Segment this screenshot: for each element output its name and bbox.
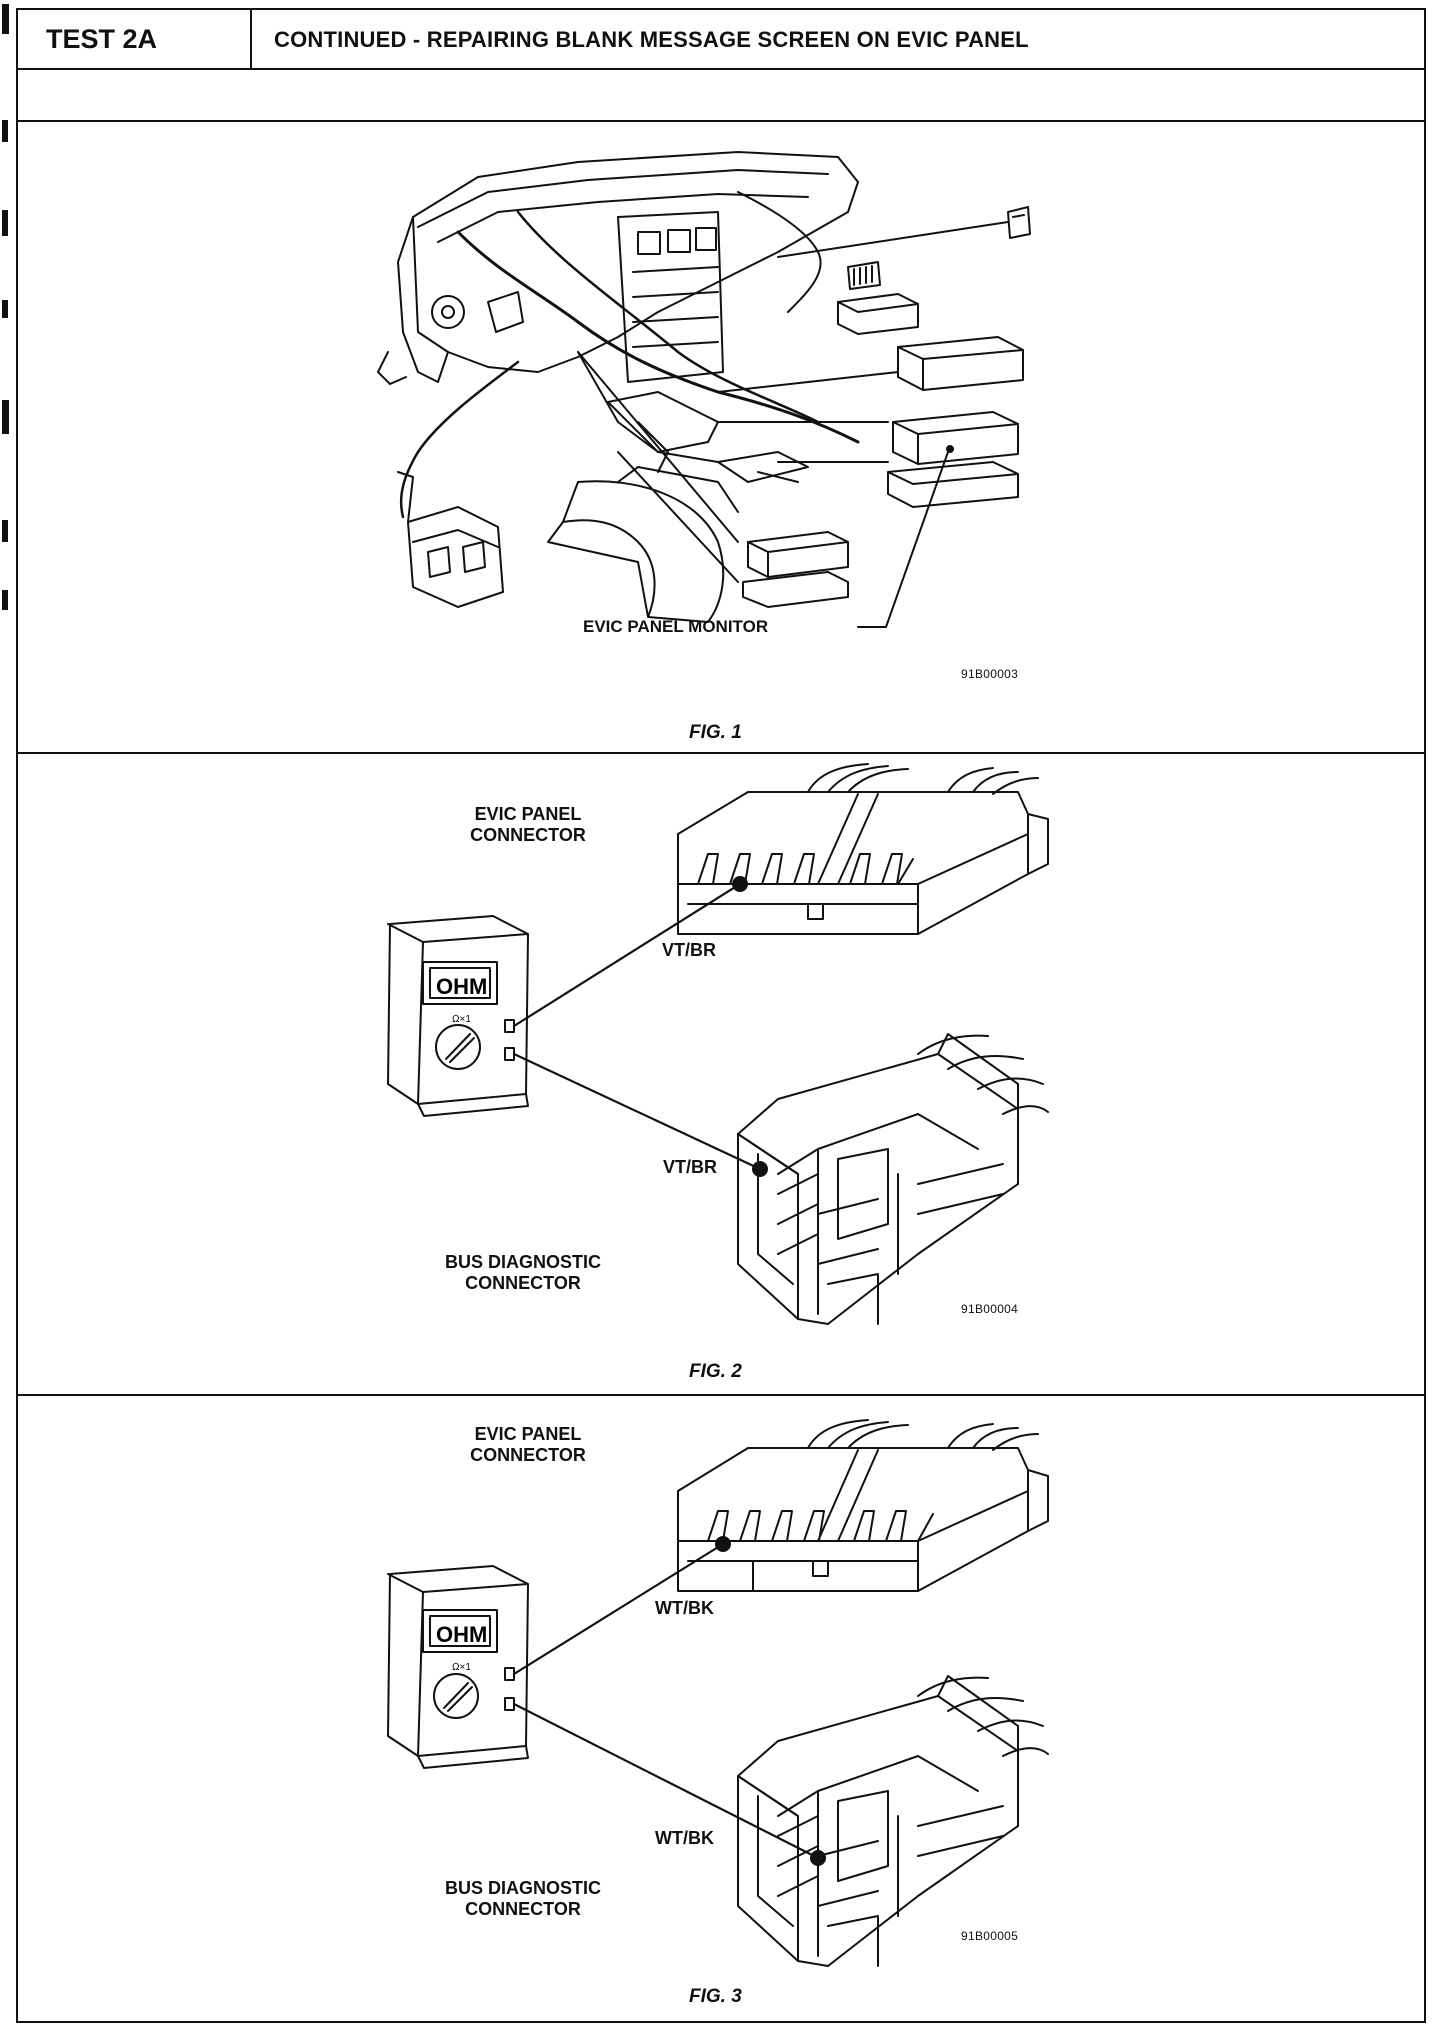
wire-color-top: WT/BK — [655, 1598, 714, 1618]
figure-2-caption: FIG. 2 — [689, 1361, 742, 1382]
meter-display-text: OHM — [436, 974, 487, 999]
scan-edge-marks — [2, 4, 9, 610]
figure-3-code: 91B00005 — [961, 1929, 1019, 1943]
figure-2-code: 91B00004 — [961, 1302, 1019, 1316]
test-title: CONTINUED - REPAIRING BLANK MESSAGE SCRE… — [274, 27, 1029, 52]
ohmmeter-connector-test-illustration: OHM Ω×1 — [387, 1419, 1049, 1967]
figure-1-caption: FIG. 1 — [689, 722, 742, 743]
label-line: CONNECTOR — [470, 1445, 586, 1465]
label-line: BUS DIAGNOSTIC — [444, 1252, 601, 1272]
bus-diagnostic-connector-label: BUS DIAGNOSTIC CONNECTOR — [418, 1252, 628, 1294]
meter-range-text: Ω×1 — [452, 1014, 471, 1025]
evic-panel-monitor-callout: EVIC PANEL MONITOR — [583, 617, 769, 636]
figure-2-panel: OHM Ω×1 EVIC PANEL CONNECTOR VT/BR VT/BR… — [18, 754, 1424, 1396]
bus-diagnostic-connector-label: BUS DIAGNOSTIC CONNECTOR — [418, 1878, 628, 1920]
evic-panel-connector-label: EVIC PANEL CONNECTOR — [448, 1424, 608, 1466]
evic-panel-connector-label: EVIC PANEL CONNECTOR — [448, 804, 608, 846]
label-line: BUS DIAGNOSTIC — [444, 1878, 601, 1898]
label-line: EVIC PANEL — [474, 804, 582, 824]
wire-color-bottom: WT/BK — [655, 1828, 714, 1848]
dashboard-exploded-illustration — [377, 151, 1031, 628]
figure-1-panel: EVIC PANEL MONITOR 91B00003 FIG. 1 — [18, 122, 1424, 754]
page-frame: TEST 2A CONTINUED - REPAIRING BLANK MESS… — [16, 8, 1426, 2023]
label-line: CONNECTOR — [465, 1273, 581, 1293]
wire-color-bottom: VT/BR — [663, 1157, 717, 1177]
meter-display-text: OHM — [436, 1622, 487, 1647]
figure-3-caption: FIG. 3 — [689, 1986, 742, 2007]
ohmmeter-connector-test-illustration: OHM Ω×1 — [387, 763, 1049, 1325]
label-line: EVIC PANEL — [474, 1424, 582, 1444]
meter-range-text: Ω×1 — [452, 1662, 471, 1673]
header: TEST 2A CONTINUED - REPAIRING BLANK MESS… — [18, 10, 1424, 122]
figure-1-code: 91B00003 — [961, 667, 1019, 681]
figure-3-panel: OHM Ω×1 EVIC PANEL CONNECTOR WT/BK WT/BK… — [18, 1396, 1424, 2023]
label-line: CONNECTOR — [470, 825, 586, 845]
label-line: CONNECTOR — [465, 1899, 581, 1919]
test-label: TEST 2A — [18, 10, 252, 70]
wire-color-top: VT/BR — [662, 940, 716, 960]
header-rule — [252, 68, 1424, 70]
